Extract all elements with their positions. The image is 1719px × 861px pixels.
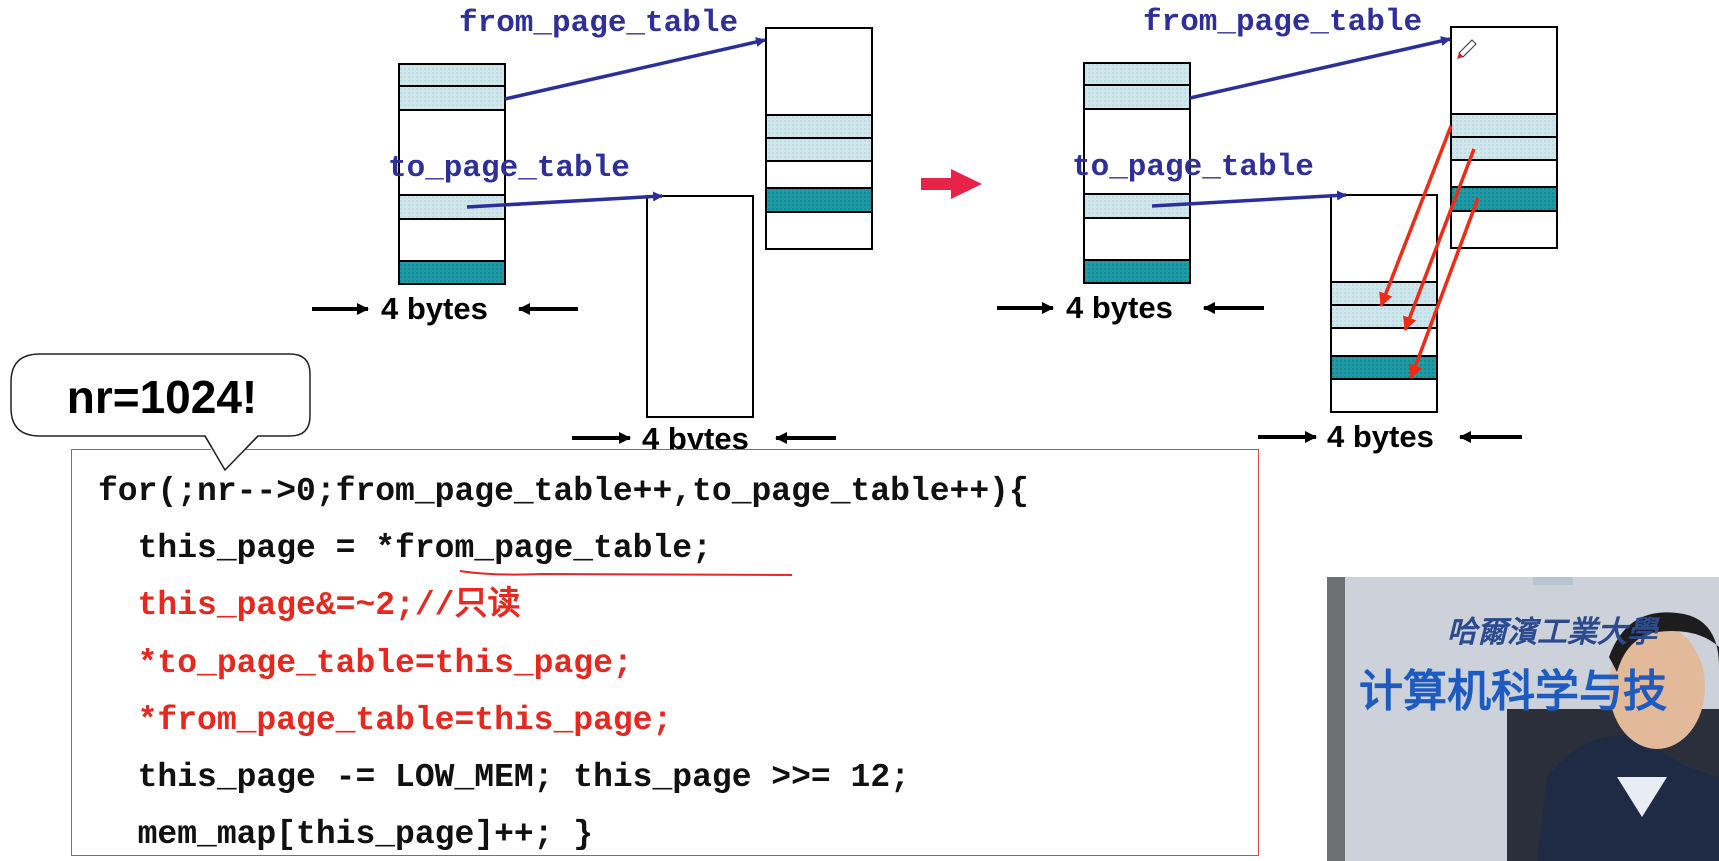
code-line: this_page = *from_page_table; xyxy=(98,530,712,567)
page-directory-table xyxy=(1083,62,1191,284)
transition-arrow-icon xyxy=(921,169,982,199)
to-table-width-label: 4 bytes xyxy=(1327,419,1434,454)
page-directory-table xyxy=(398,63,506,285)
from-page-table-label: from_page_table xyxy=(459,6,738,41)
pencil-cursor-icon xyxy=(1457,39,1477,59)
before-state: from_page_table to_page_table 4 bytes 4 … xyxy=(312,6,873,456)
copy-entry-arrow xyxy=(1379,125,1453,307)
to-pointer-arrow xyxy=(466,191,663,209)
directory-width-label: 4 bytes xyxy=(1066,290,1173,325)
code-line: this_page&=~2;//只读 xyxy=(98,587,521,624)
from-pointer-arrow xyxy=(1189,36,1451,100)
copy-entry-arrow xyxy=(1408,197,1480,379)
code-line: *to_page_table=this_page; xyxy=(98,645,633,682)
after-state: from_page_table to_page_table 4 bytes 4 … xyxy=(997,5,1558,454)
lecturer-video: 哈爾濱工業大學 计算机科学与技 xyxy=(1327,577,1719,861)
video-banner-title: 计算机科学与技 xyxy=(1359,666,1667,717)
video-banner-subtitle: 哈爾濱工業大學 xyxy=(1447,615,1657,650)
to-pointer-arrow xyxy=(1151,190,1347,208)
to-page-table xyxy=(646,195,754,418)
code-line: *from_page_table=this_page; xyxy=(98,702,673,739)
to-page-table-label: to_page_table xyxy=(1072,150,1314,185)
from-page-table xyxy=(1450,26,1558,249)
to-page-table-label: to_page_table xyxy=(388,151,630,186)
from-page-table-label: from_page_table xyxy=(1143,5,1422,40)
copy-entry-arrow xyxy=(1403,148,1476,331)
code-listing: for(;nr-->0;from_page_table++,to_page_ta… xyxy=(71,449,1259,856)
to-page-table xyxy=(1330,194,1438,413)
code-line: mem_map[this_page]++; } xyxy=(98,816,594,853)
from-pointer-arrow xyxy=(504,37,766,101)
callout-text: nr=1024! xyxy=(66,371,258,423)
directory-width-label: 4 bytes xyxy=(381,291,488,326)
from-page-table xyxy=(765,27,873,250)
code-line: for(;nr-->0;from_page_table++,to_page_ta… xyxy=(98,473,1029,510)
code-line: this_page -= LOW_MEM; this_page >>= 12; xyxy=(98,759,910,796)
